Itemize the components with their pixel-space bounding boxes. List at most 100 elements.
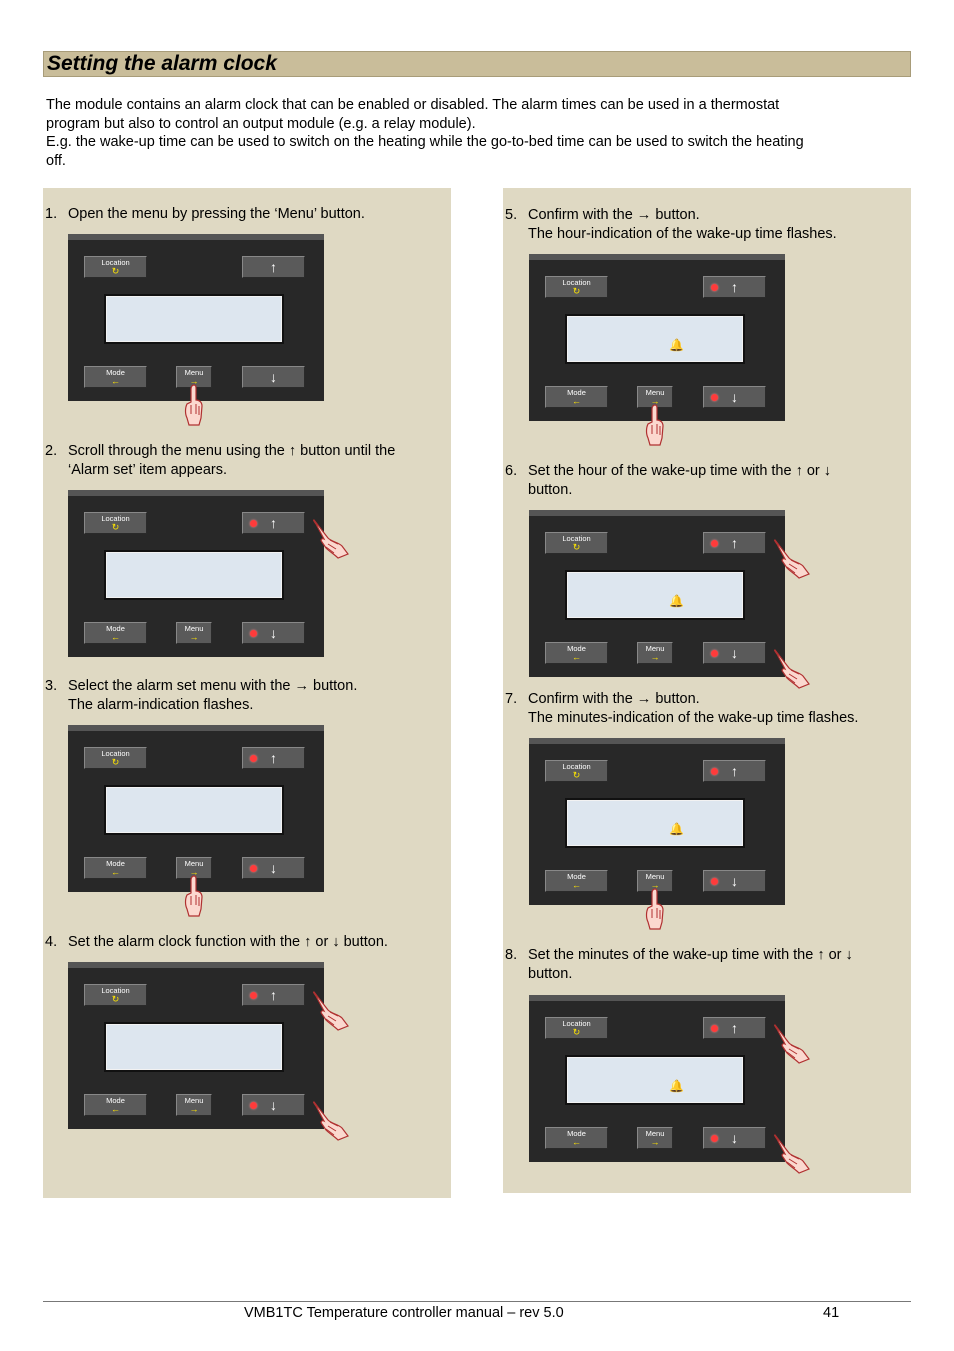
panel-bevel <box>529 738 785 744</box>
location-button[interactable]: Location↻ <box>84 256 147 278</box>
down-button[interactable]: ↓ <box>703 870 766 892</box>
pointing-hand-icon <box>308 516 352 565</box>
led-indicator <box>250 1102 257 1109</box>
up-button[interactable]: ↑ <box>703 1017 766 1039</box>
bell-icon: 🔔 <box>669 338 684 352</box>
menu-button[interactable]: Menu→ <box>176 622 212 644</box>
down-button[interactable]: ↓ <box>242 622 305 644</box>
step-number: 2. <box>45 443 58 459</box>
arrow-right-icon: → <box>650 1137 660 1147</box>
bell-icon: 🔔 <box>669 822 684 836</box>
intro-line: E.g. the wake-up time can be used to swi… <box>46 134 804 150</box>
menu-button[interactable]: Menu→ <box>637 1127 673 1149</box>
arrow-up-icon: ↑ <box>731 279 738 295</box>
led-indicator <box>711 284 718 291</box>
pointing-hand-icon <box>769 1131 813 1180</box>
menu-label: Menu <box>645 644 665 653</box>
up-button[interactable]: ↑ <box>242 747 305 769</box>
panel-bevel <box>529 995 785 1001</box>
down-button[interactable]: ↓ <box>703 386 766 408</box>
up-button[interactable]: ↑ <box>703 760 766 782</box>
up-button[interactable]: ↑ <box>242 512 305 534</box>
refresh-icon: ↻ <box>572 542 581 552</box>
location-button[interactable]: Location↻ <box>84 747 147 769</box>
down-button[interactable]: ↓ <box>242 857 305 879</box>
arrow-up-icon: ↑ <box>731 535 738 551</box>
step-text: button. <box>528 482 573 498</box>
up-button[interactable]: ↑ <box>242 984 305 1006</box>
lcd-display <box>104 1022 284 1072</box>
up-button[interactable]: ↑ <box>703 276 766 298</box>
location-button[interactable]: Location↻ <box>545 532 608 554</box>
panel-body: Location↻ ↑ Mode← Menu→ ↓ <box>68 968 324 1129</box>
arrow-left-icon: ← <box>111 632 120 642</box>
location-button[interactable]: Location↻ <box>84 512 147 534</box>
down-button[interactable]: ↓ <box>242 1094 305 1116</box>
menu-button[interactable]: Menu→ <box>176 1094 212 1116</box>
panel-body: 🔔Location↻↑Mode←Menu→↓ <box>529 260 785 421</box>
mode-button[interactable]: Mode← <box>545 1127 608 1149</box>
bell-icon: 🔔 <box>669 594 684 608</box>
up-button[interactable]: ↑ <box>242 256 305 278</box>
mode-label: Mode <box>567 1129 586 1138</box>
menu-button[interactable]: Menu→ <box>176 366 212 388</box>
location-button[interactable]: Location↻ <box>84 984 147 1006</box>
arrow-right-icon: → <box>189 1104 199 1114</box>
pointing-hand-icon <box>308 988 352 1037</box>
led-indicator <box>711 878 718 885</box>
refresh-icon: ↻ <box>111 757 120 767</box>
led-indicator <box>250 755 257 762</box>
arrow-down-icon: ↓ <box>731 389 738 405</box>
mode-label: Mode <box>567 872 586 881</box>
location-label: Location <box>101 749 130 758</box>
mode-button[interactable]: Mode← <box>545 870 608 892</box>
arrow-left-icon: ← <box>572 396 581 406</box>
location-button[interactable]: Location↻ <box>545 760 608 782</box>
step-text: Confirm with the → button. <box>528 691 700 707</box>
mode-button[interactable]: Mode← <box>84 366 147 388</box>
mode-button[interactable]: Mode← <box>545 642 608 664</box>
arrow-right-icon: → <box>189 376 199 386</box>
controller-panel-4: Location↻ ↑ Mode← Menu→ ↓ <box>68 962 349 1141</box>
footer-divider <box>43 1301 911 1302</box>
refresh-icon: ↻ <box>111 994 120 1004</box>
led-indicator <box>711 394 718 401</box>
down-button[interactable]: ↓ <box>703 1127 766 1149</box>
up-button[interactable]: ↑ <box>703 532 766 554</box>
down-button[interactable]: ↓ <box>242 366 305 388</box>
arrow-down-icon: ↓ <box>270 1097 277 1113</box>
lcd-display: 🔔 <box>565 1055 745 1105</box>
mode-button[interactable]: Mode← <box>84 622 147 644</box>
arrow-left-icon: ← <box>572 1137 581 1147</box>
step-text: Confirm with the → button. <box>528 207 700 223</box>
step-text: The minutes-indication of the wake-up ti… <box>528 710 859 726</box>
led-indicator <box>250 992 257 999</box>
arrow-left-icon: ← <box>111 1104 120 1114</box>
step-number: 8. <box>505 947 518 963</box>
arrow-left-icon: ← <box>111 867 120 877</box>
arrow-up-icon: ↑ <box>270 750 277 766</box>
location-label: Location <box>562 278 591 287</box>
menu-label: Menu <box>645 872 665 881</box>
pointing-hand-icon <box>769 1021 813 1070</box>
menu-button[interactable]: Menu→ <box>637 642 673 664</box>
arrow-up-icon: ↑ <box>270 987 277 1003</box>
step-text: Open the menu by pressing the ‘Menu’ but… <box>68 206 365 222</box>
mode-button[interactable]: Mode← <box>84 1094 147 1116</box>
pointing-hand-icon <box>769 646 813 695</box>
pointing-hand-icon <box>769 536 813 585</box>
location-label: Location <box>101 986 130 995</box>
mode-button[interactable]: Mode← <box>545 386 608 408</box>
location-button[interactable]: Location↻ <box>545 1017 608 1039</box>
mode-label: Mode <box>567 388 586 397</box>
page-number: 41 <box>823 1305 840 1321</box>
mode-button[interactable]: Mode← <box>84 857 147 879</box>
lcd-display: 🔔 <box>565 798 745 848</box>
panel-bevel <box>68 962 324 968</box>
down-button[interactable]: ↓ <box>703 642 766 664</box>
page-title: Setting the alarm clock <box>47 52 277 75</box>
step-text: ‘Alarm set’ item appears. <box>68 462 228 478</box>
arrow-right-icon: → <box>650 652 660 662</box>
location-button[interactable]: Location↻ <box>545 276 608 298</box>
arrow-right-icon: → <box>189 867 199 877</box>
